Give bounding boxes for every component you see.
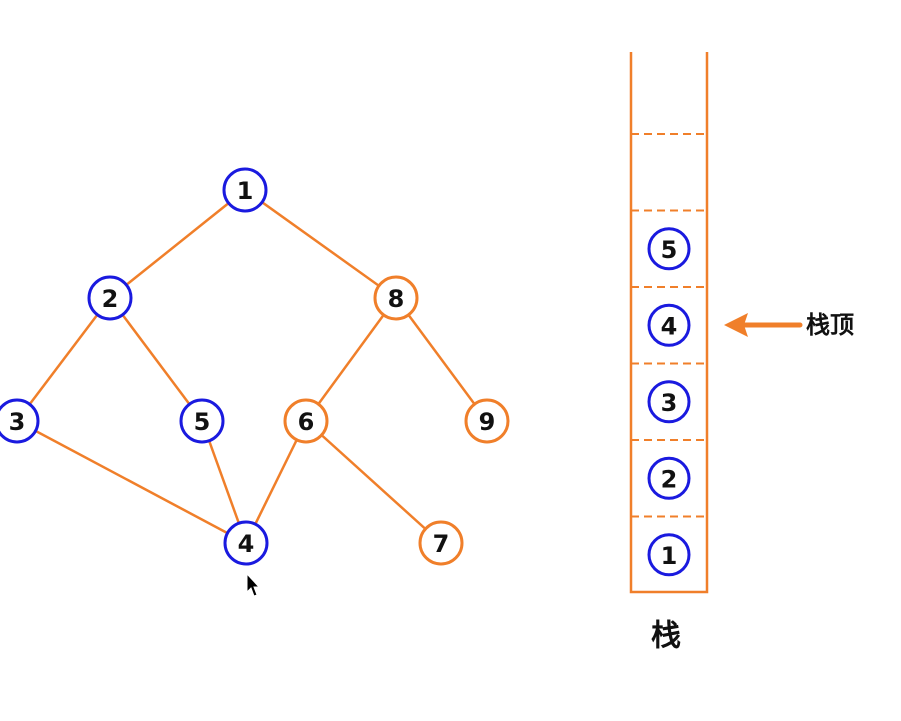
edge-2-5 xyxy=(108,297,204,422)
stack-top-pointer: 栈顶 xyxy=(724,311,854,339)
stack-item-circle xyxy=(647,456,691,500)
stack: 1 2 3 4 5 栈 xyxy=(629,52,709,654)
node-7: 7 xyxy=(418,520,464,566)
edge-3-4 xyxy=(16,419,247,545)
stack-item: 4 xyxy=(647,303,691,347)
node-circle xyxy=(179,398,225,444)
node-5: 5 xyxy=(179,398,225,444)
graph-nodes: 1 2 8 3 5 6 9 4 7 xyxy=(0,167,510,566)
edge-8-9 xyxy=(394,297,489,422)
node-2: 2 xyxy=(87,275,133,321)
stack-top-label: 栈顶 xyxy=(806,311,854,339)
graph-edges xyxy=(16,188,489,545)
node-label: 7 xyxy=(433,530,450,558)
stack-item: 5 xyxy=(647,227,691,271)
stack-item-label: 1 xyxy=(661,542,678,570)
node-circle xyxy=(223,520,269,566)
edge-8-6 xyxy=(304,297,398,422)
node-circle xyxy=(464,398,510,444)
stack-item: 3 xyxy=(647,380,691,424)
stack-item-circle xyxy=(647,533,691,577)
node-label: 9 xyxy=(479,408,496,436)
edge-6-7 xyxy=(305,420,442,544)
stack-item: 1 xyxy=(647,533,691,577)
edge-1-8 xyxy=(244,188,397,300)
stack-item-label: 5 xyxy=(661,236,678,264)
stack-label: 栈 xyxy=(651,619,681,654)
stack-item: 2 xyxy=(647,456,691,500)
edge-1-2 xyxy=(109,189,246,299)
node-circle xyxy=(373,275,419,321)
node-9: 9 xyxy=(464,398,510,444)
node-label: 1 xyxy=(237,177,254,205)
node-8: 8 xyxy=(373,275,419,321)
stack-item-label: 3 xyxy=(661,389,678,417)
stack-item-circle xyxy=(647,380,691,424)
node-circle xyxy=(222,167,268,213)
node-label: 6 xyxy=(298,408,315,436)
node-label: 3 xyxy=(9,408,26,436)
node-6: 6 xyxy=(283,398,329,444)
stack-item-circle xyxy=(647,227,691,271)
stack-top-arrow-head xyxy=(724,313,748,337)
stack-item-label: 2 xyxy=(661,465,678,493)
node-4: 4 xyxy=(223,520,269,566)
node-circle xyxy=(418,520,464,566)
stack-item-label: 4 xyxy=(661,312,678,340)
stack-walls xyxy=(629,52,709,594)
edge-2-3 xyxy=(16,297,111,422)
node-3: 3 xyxy=(0,398,40,444)
node-label: 5 xyxy=(194,408,211,436)
node-label: 4 xyxy=(238,530,255,558)
node-1: 1 xyxy=(222,167,268,213)
node-circle xyxy=(87,275,133,321)
node-circle xyxy=(283,398,329,444)
node-label: 2 xyxy=(102,285,119,313)
edge-6-4 xyxy=(244,420,308,544)
node-label: 8 xyxy=(388,285,405,313)
stack-item-circle xyxy=(647,303,691,347)
stack-items: 1 2 3 4 5 xyxy=(647,227,691,577)
mouse-pointer-icon xyxy=(246,572,261,597)
node-circle xyxy=(0,398,40,444)
stack-container xyxy=(629,52,709,594)
